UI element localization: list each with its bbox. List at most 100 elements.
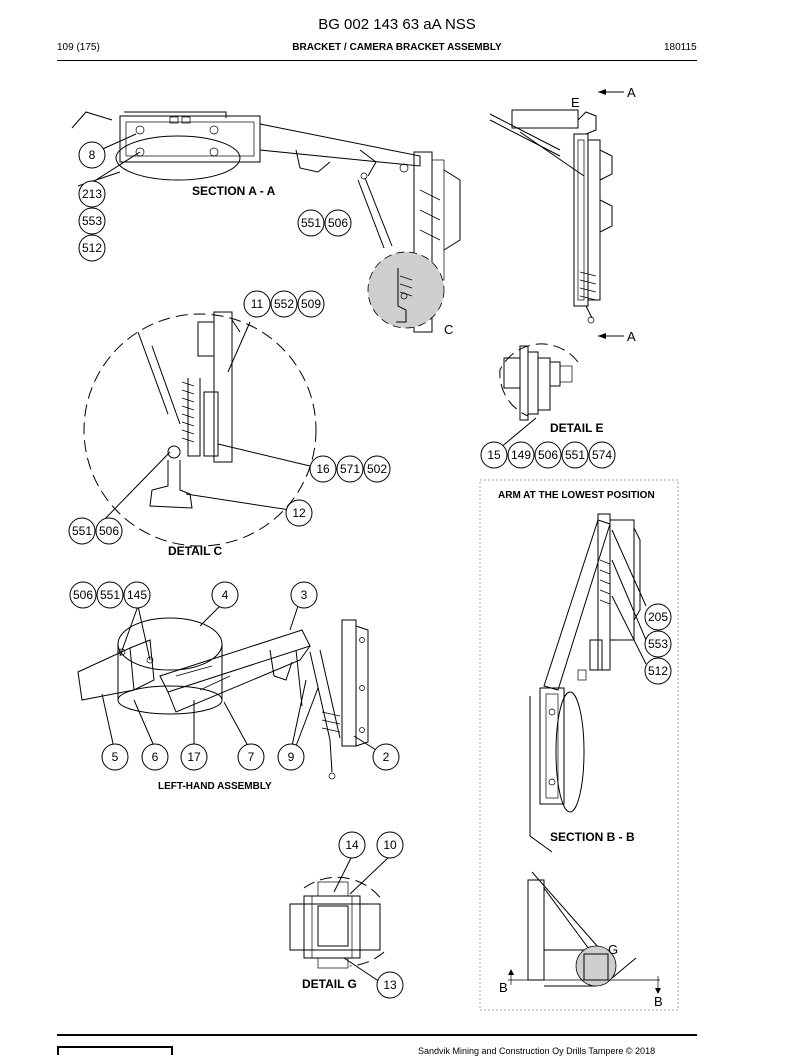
- page-number: 109 (175): [57, 42, 100, 53]
- detail-g-view: [289, 855, 391, 983]
- callout-15-text: 15: [487, 448, 501, 462]
- callout-506-b: 506: [95, 517, 123, 545]
- callout-551-a: 551: [297, 209, 325, 237]
- callout-9-text: 9: [288, 750, 295, 764]
- callout-6-text: 6: [152, 750, 159, 764]
- callout-5: 5: [101, 743, 129, 771]
- section-a-cut-bottom: [598, 333, 624, 339]
- callout-502-text: 502: [367, 462, 387, 476]
- callout-13-text: 13: [383, 978, 397, 992]
- callout-15: 15: [480, 441, 508, 469]
- marker-e: E: [571, 95, 580, 110]
- callout-512-a-text: 512: [82, 241, 102, 255]
- callout-8: 8: [78, 141, 106, 169]
- callout-145-text: 145: [127, 588, 147, 602]
- section-aa-label: SECTION A - A: [192, 184, 276, 198]
- callout-506-d-text: 506: [73, 588, 93, 602]
- callout-506-b-text: 506: [99, 524, 119, 538]
- marker-a-bottom: A: [627, 329, 636, 344]
- callout-5-text: 5: [112, 750, 119, 764]
- marker-c: C: [444, 322, 453, 337]
- callout-16: 16: [309, 455, 337, 483]
- section-bb-view: [529, 513, 647, 853]
- callout-551-b-text: 551: [72, 524, 92, 538]
- callout-9: 9: [277, 743, 305, 771]
- callout-149-text: 149: [511, 448, 531, 462]
- section-aa-view: [71, 111, 461, 333]
- marker-b-right: B: [654, 994, 663, 1009]
- document-number: BG 002 143 63 aA NSS: [318, 16, 476, 33]
- section-title: BRACKET / CAMERA BRACKET ASSEMBLY: [292, 42, 502, 53]
- detail-g-label: DETAIL G: [302, 977, 357, 991]
- callout-7-text: 7: [248, 750, 255, 764]
- left-hand-assembly-view: [77, 605, 377, 780]
- callout-512-b: 512: [644, 657, 672, 685]
- callout-506-c: 506: [534, 441, 562, 469]
- callout-4-text: 4: [222, 588, 229, 602]
- callout-17-text: 17: [187, 750, 201, 764]
- callout-14-text: 14: [345, 838, 359, 852]
- callout-506-c-text: 506: [538, 448, 558, 462]
- marker-a-top: A: [627, 85, 636, 100]
- section-bb-label: SECTION B - B: [550, 830, 635, 844]
- marker-g: G: [608, 942, 618, 957]
- callout-512-b-text: 512: [648, 664, 668, 678]
- bottom-bracket-view: [508, 871, 661, 994]
- callout-571: 571: [336, 455, 364, 483]
- callout-12-text: 12: [292, 506, 306, 520]
- callout-10-text: 10: [383, 838, 397, 852]
- left-hand-assembly-label: LEFT-HAND ASSEMBLY: [158, 781, 272, 792]
- callout-205-text: 205: [648, 610, 668, 624]
- callout-12: 12: [285, 499, 313, 527]
- callout-509: 509: [297, 290, 325, 318]
- company-logo: [57, 1046, 173, 1055]
- callout-512-a: 512: [78, 234, 106, 262]
- footer-rule: [57, 1034, 697, 1036]
- callout-551-b: 551: [68, 517, 96, 545]
- callout-551-d-text: 551: [100, 588, 120, 602]
- arm-lowest-frame: [479, 479, 679, 1011]
- detail-e-view: [499, 343, 579, 449]
- copyright-text: Sandvik Mining and Construction Oy Drill…: [418, 1046, 656, 1056]
- callout-552-text: 552: [274, 297, 294, 311]
- callout-17: 17: [180, 743, 208, 771]
- callout-213-text: 213: [82, 187, 102, 201]
- callout-502: 502: [363, 455, 391, 483]
- callout-16-text: 16: [316, 462, 330, 476]
- date-code: 180115: [664, 42, 697, 53]
- callout-574-text: 574: [592, 448, 612, 462]
- side-view: [489, 109, 613, 324]
- callout-509-text: 509: [301, 297, 321, 311]
- callout-145: 145: [123, 581, 151, 609]
- callout-551-c-text: 551: [565, 448, 585, 462]
- callout-205: 205: [644, 603, 672, 631]
- callout-553-b: 553: [644, 630, 672, 658]
- callout-2-text: 2: [383, 750, 390, 764]
- callout-506-a: 506: [324, 209, 352, 237]
- callout-506-d: 506: [69, 581, 97, 609]
- callout-506-a-text: 506: [328, 216, 348, 230]
- callout-553-b-text: 553: [648, 637, 668, 651]
- callout-571-text: 571: [340, 462, 360, 476]
- callout-552: 552: [270, 290, 298, 318]
- marker-b-left: B: [499, 980, 508, 995]
- callout-11-text: 11: [251, 297, 264, 311]
- callout-574: 574: [588, 441, 616, 469]
- callout-3: 3: [290, 581, 318, 609]
- detail-c-view: [83, 311, 317, 547]
- callout-551-d: 551: [96, 581, 124, 609]
- callout-3-text: 3: [301, 588, 308, 602]
- callout-4: 4: [211, 581, 239, 609]
- callout-11: 11: [243, 290, 271, 318]
- callout-8-text: 8: [89, 148, 96, 162]
- detail-e-label: DETAIL E: [550, 421, 604, 435]
- callout-551-c: 551: [561, 441, 589, 469]
- arm-lowest-label: ARM AT THE LOWEST POSITION: [498, 490, 655, 501]
- callout-213: 213: [78, 180, 106, 208]
- callout-10: 10: [376, 831, 404, 859]
- section-a-cut-top: [598, 89, 624, 95]
- callout-2: 2: [372, 743, 400, 771]
- callout-553-a: 553: [78, 207, 106, 235]
- callout-13: 13: [376, 971, 404, 999]
